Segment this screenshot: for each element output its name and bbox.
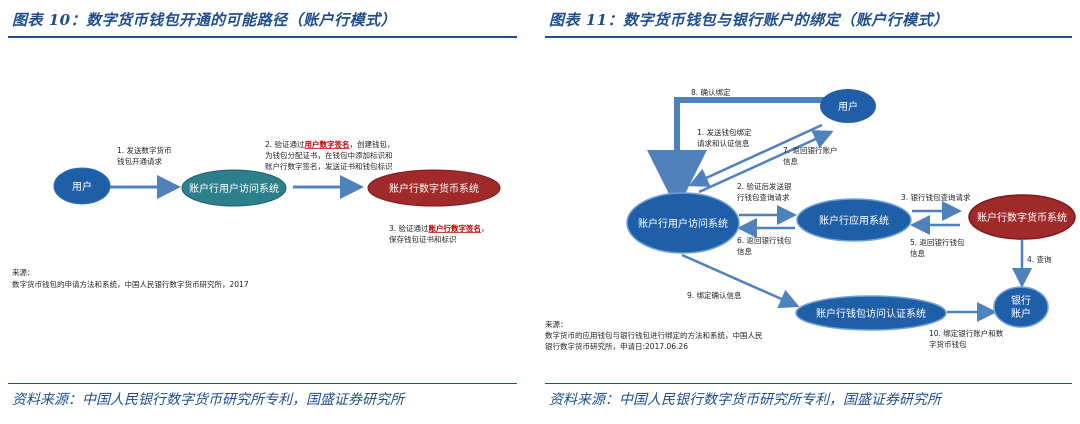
label-3: 3. 银行钱包查询请求 <box>901 192 971 202</box>
step2-label-line3: 账户行数字签名，发送证书和钱包标识 <box>265 161 393 171</box>
node-digital-system <box>968 194 1076 240</box>
label-5-line1: 5. 返回银行钱包 <box>910 237 965 247</box>
step3-label-line1: 3. 验证通过账户行数字签名， <box>389 223 489 233</box>
label-6-line1: 6. 返回银行钱包 <box>737 235 792 245</box>
node-auth-system-label: 账户行钱包访问认证系统 <box>816 307 926 320</box>
label-8: 8. 确认绑定 <box>691 87 731 97</box>
step1-label-line1: 1. 发送数字货币 <box>117 145 172 155</box>
figure-11-panel: 图表 11：数字货币钱包与银行账户的绑定（账户行模式） 用户 <box>537 0 1080 424</box>
figure-11-diagram: 用户 账户行用户访问系统 账户行应用系统 账户行数字货币系统 账户行钱包访问认证… <box>545 87 1076 351</box>
step2-highlight: 用户数字签名 <box>305 139 350 149</box>
label-10-line2: 字货币钱包 <box>929 339 967 349</box>
figure-10-footer: 资料来源：中国人民银行数字货币研究所专利，国盛证券研究所 <box>12 392 404 408</box>
label-6-line2: 信息 <box>737 246 752 256</box>
node-user-label: 用户 <box>72 180 92 193</box>
label-5-line2: 信息 <box>910 248 925 258</box>
arrow-8-confirm-binding <box>647 97 827 210</box>
node-user-label: 用户 <box>838 100 858 113</box>
figure-11-top-rule <box>545 36 1072 38</box>
step2-suffix: ，创建钱包， <box>350 139 395 149</box>
label-7-line2: 信息 <box>783 156 798 166</box>
node-auth-system <box>795 295 947 331</box>
figure-11-source-head: 来源： <box>545 320 568 329</box>
node-app-system <box>796 198 912 242</box>
figure-10-source-head: 来源： <box>12 268 35 277</box>
figure-11-source-line1: 数字货币的应用钱包与银行钱包进行绑定的方法和系统，中国人民 <box>545 330 763 340</box>
label-2-line2: 行钱包查询请求 <box>737 192 790 202</box>
step3-prefix: 3. 验证通过 <box>389 223 429 233</box>
label-9: 9. 绑定确认信息 <box>687 290 742 300</box>
figure-10-source-text: 数字货币钱包的申请方法和系统，中国人民银行数字货币研究所，2017 <box>12 279 249 289</box>
step2-label-line1: 2. 验证通过用户数字签名，创建钱包， <box>265 139 395 149</box>
node-access-system-label: 账户行用户访问系统 <box>189 182 279 195</box>
node-bank-account-label-line2: 账户 <box>1011 307 1031 320</box>
step1-label-line2: 钱包开通请求 <box>117 156 162 166</box>
node-access-system-label: 账户行用户访问系统 <box>638 217 728 230</box>
node-bank-account-label-line1: 银行 <box>1011 294 1031 307</box>
node-bank-account <box>993 286 1049 328</box>
node-app-system-label: 账户行应用系统 <box>819 214 889 227</box>
label-2-line1: 2. 验证后发送银 <box>737 181 792 191</box>
figure-11-footer: 资料来源：中国人民银行数字货币研究所专利，国盛证券研究所 <box>549 392 941 408</box>
node-digital-system-label: 账户行数字货币系统 <box>977 211 1067 224</box>
step3-label-line2: 保存钱包证书和标识 <box>389 234 457 244</box>
figure-10-panel: 图表 10：数字货币钱包开通的可能路径（账户行模式） 用户 账户行用户访问系统 … <box>0 0 525 424</box>
label-10-line1: 10. 绑定银行账户和数 <box>929 328 1004 338</box>
figure-11-source-line2: 银行数字货币研究所，申请日:2017.06.26 <box>545 341 688 351</box>
step2-label-line2: 为钱包分配证书，在钱包中添加标识和 <box>265 150 393 160</box>
node-access-system <box>626 192 740 254</box>
node-user <box>820 89 876 123</box>
arrow-9-confirm-info <box>681 253 800 309</box>
figure-10-top-rule <box>8 36 517 38</box>
figure-11-bottom-rule <box>545 383 1072 384</box>
step2-prefix: 2. 验证通过 <box>265 139 305 149</box>
arrow-1-binding-request <box>688 123 823 187</box>
figure-10-bottom-rule <box>8 383 517 384</box>
node-digital-system <box>367 169 501 207</box>
label-4: 4. 查询 <box>1027 254 1052 264</box>
figure-10-diagram: 用户 账户行用户访问系统 账户行数字货币系统 1. 发送数字货币 钱包开通请求 … <box>12 139 501 289</box>
label-1-line1: 1. 发送钱包绑定 <box>697 127 752 137</box>
step3-suffix: ， <box>481 224 489 233</box>
label-1-line2: 请求和认证信息 <box>697 138 750 148</box>
figure-10-title: 图表 10：数字货币钱包开通的可能路径（账户行模式） <box>12 11 397 29</box>
figure-11-title: 图表 11：数字货币钱包与银行账户的绑定（账户行模式） <box>549 11 949 29</box>
step3-highlight: 账户行数字签名 <box>429 223 482 233</box>
node-user <box>53 167 111 205</box>
node-access-system <box>181 169 287 207</box>
arrow-7-return-account <box>698 130 834 194</box>
label-7-line1: 7. 返回银行账户 <box>783 145 838 155</box>
node-digital-system-label: 账户行数字货币系统 <box>389 182 479 195</box>
